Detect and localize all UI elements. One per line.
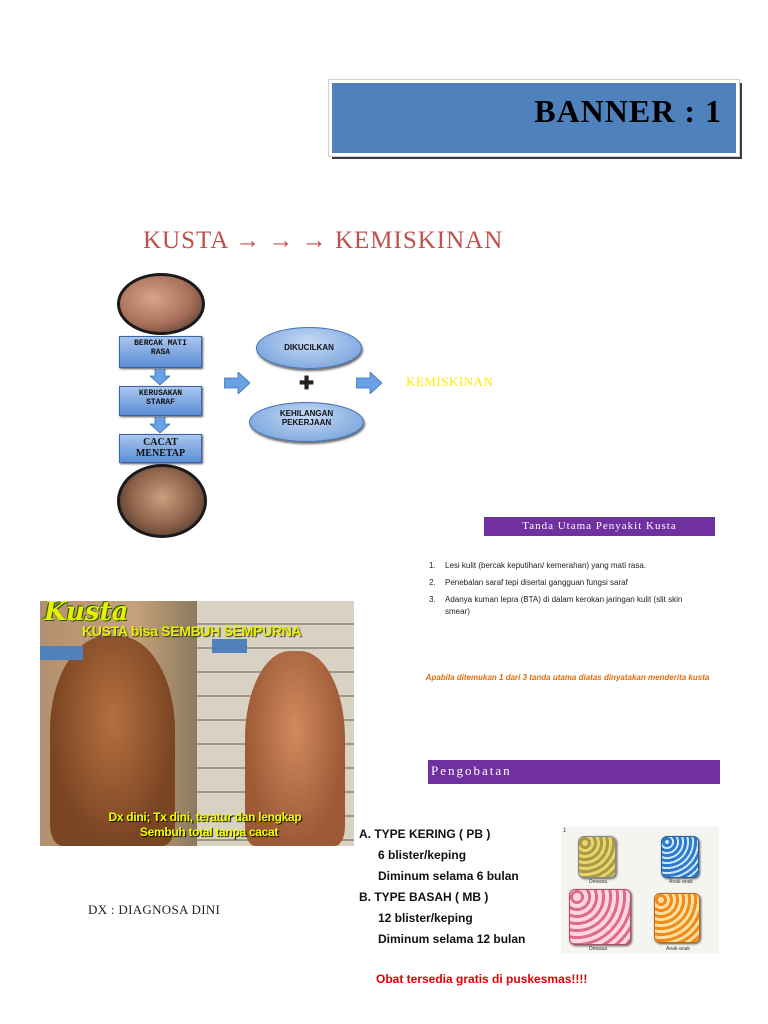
treatment-b-title: B. TYPE BASAH ( MB ) — [359, 890, 489, 904]
blister-pack-pb-adult — [578, 836, 616, 878]
blister-label: Dewasa — [589, 879, 608, 885]
treatment-b-line2: Diminum selama 12 bulan — [378, 932, 526, 946]
blister-pack-mb-adult — [569, 889, 631, 945]
blister-number: 1 — [563, 828, 567, 834]
flow-box-bercak-label: BERCAK MATI RASA — [134, 339, 187, 357]
flow-box-cacat-label: CACAT MENETAP — [135, 437, 186, 459]
signs-title: Tanda Utama Penyakit Kusta — [484, 517, 715, 536]
photo-subtitle: KUSTA bisa SEMBUH SEMPURNA — [82, 623, 302, 639]
treatment-list: A. TYPE KERING ( PB ) 6 blister/keping D… — [359, 824, 525, 950]
banner: BANNER : 1 — [328, 79, 740, 157]
list-item: 3. Adanya kuman lepra (BTA) di dalam kero… — [429, 594, 699, 618]
photo-caption-1: Dx dini; Tx dini, teratur dan lengkap — [108, 810, 302, 824]
flow-result-kemiskinan: KEMISKINAN — [406, 374, 494, 389]
headline: KUSTA → → → KEMISKINAN — [143, 227, 504, 254]
blister-pack-photo: 1 Dewasa Anak-anak Dewasa Anak-anak — [561, 827, 719, 953]
treatment-a-line1: 6 blister/keping — [378, 848, 467, 862]
flow-box-bercak: BERCAK MATI RASA — [119, 336, 202, 368]
diagnosis-note: Apabila ditemukan 1 dari 3 tanda utama d… — [425, 673, 710, 682]
treatment-title: Pengobatan — [428, 760, 720, 784]
list-item-text: Penebalan saraf tepi disertai gangguan f… — [445, 578, 628, 587]
elbow-lesion-photo — [117, 273, 205, 335]
photo-title: Kusta — [44, 601, 129, 627]
blister-pack-pb-child — [661, 836, 699, 878]
plus-icon: ✚ — [299, 373, 315, 393]
list-item-number: 2. — [429, 578, 436, 587]
blister-label: Dewasa — [589, 946, 608, 952]
blister-label: Anak-anak — [669, 879, 693, 885]
photo-label-box — [40, 646, 83, 660]
free-medicine-note: Obat tersedia gratis di puskesmas!!!! — [376, 972, 588, 986]
photo-label-box — [212, 639, 247, 653]
ellipse-kehilangan: KEHILANGAN PEKERJAAN — [249, 402, 364, 442]
dx-text: DX : DIAGNOSA DINI — [88, 902, 221, 917]
treatment-b-line1: 12 blister/keping — [378, 911, 473, 925]
photo-caption-2: Sembuh total tanpa cacat — [139, 825, 279, 839]
flow-box-kerusakan-label: KERUSAKAN STARAF — [138, 389, 183, 407]
kusta-patient-photo: Kusta KUSTA bisa SEMBUH SEMPURNA Dx dini… — [40, 601, 354, 846]
flow-box-cacat: CACAT MENETAP — [119, 434, 202, 463]
list-item-number: 1. — [429, 561, 436, 570]
signs-list: 1. Lesi kulit (bercak keputihan/ kemeraha… — [429, 560, 699, 623]
ellipse-dikucilkan: DIKUCILKAN — [256, 327, 362, 369]
right-arrow-icon — [224, 372, 250, 394]
down-arrow-icon — [150, 369, 170, 385]
blister-label: Anak-anak — [666, 946, 690, 952]
patient-after — [245, 651, 345, 846]
blister-pack-mb-child — [654, 893, 700, 943]
banner-title: BANNER : 1 — [534, 93, 722, 129]
treatment-a-title: A. TYPE KERING ( PB ) — [359, 827, 491, 841]
patient-before — [50, 636, 175, 846]
list-item-text: Lesi kulit (bercak keputihan/ kemerahan)… — [445, 561, 646, 570]
list-item: 1. Lesi kulit (bercak keputihan/ kemeraha… — [429, 560, 699, 572]
deformed-hand-photo — [117, 464, 207, 538]
list-item: 2. Penebalan saraf tepi disertai gangguan… — [429, 577, 699, 589]
right-arrow-icon — [356, 372, 382, 394]
down-arrow-icon — [150, 417, 170, 433]
list-item-number: 3. — [429, 595, 436, 604]
list-item-text: Adanya kuman lepra (BTA) di dalam keroka… — [445, 595, 683, 616]
ellipse-dikucilkan-label: DIKUCILKAN — [284, 343, 334, 352]
treatment-a-line2: Diminum selama 6 bulan — [378, 869, 519, 883]
flow-box-kerusakan: KERUSAKAN STARAF — [119, 386, 202, 416]
ellipse-kehilangan-label: KEHILANGAN PEKERJAAN — [279, 409, 334, 427]
